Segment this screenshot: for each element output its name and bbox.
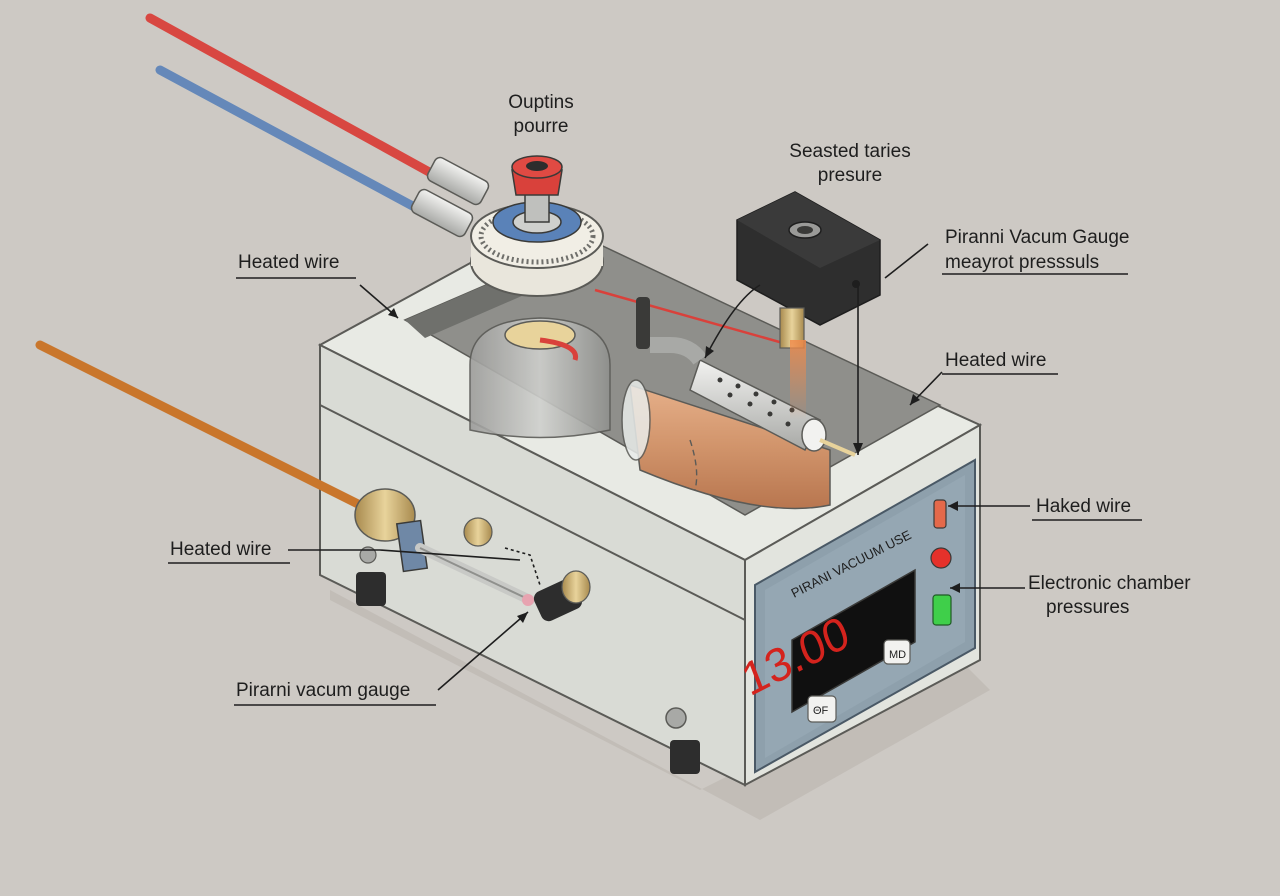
blue-tube xyxy=(155,65,425,215)
heated-wire-label-left: Heated wire xyxy=(170,539,271,560)
perforated-tube xyxy=(650,337,856,457)
outlet-label-line2: pourre xyxy=(514,116,569,137)
gauge-right-label-line2: meayrot presssuls xyxy=(945,252,1099,273)
gauge-bottom-label: Pirarni vacum gauge xyxy=(236,680,410,701)
heated-wire-strand xyxy=(594,288,791,349)
heated-wire-label-top-left: Heated wire xyxy=(238,252,339,273)
sensor-label-line2: presure xyxy=(818,165,882,186)
side-gauge xyxy=(35,340,687,729)
gauge-right-label-line1: Piranni Vacum Gauge xyxy=(945,227,1129,248)
red-led-icon xyxy=(930,547,952,569)
green-led-icon[interactable] xyxy=(932,594,952,626)
outlet-assembly xyxy=(470,155,604,297)
electronic-label-line2: pressures xyxy=(1046,597,1129,618)
red-tube xyxy=(145,13,445,183)
outlet-label-line1: Ouptins xyxy=(508,92,573,113)
sensor-label-line1: Seasted taries xyxy=(789,141,910,162)
copper-cylinder xyxy=(621,379,831,510)
off-button[interactable]: ΘF xyxy=(807,695,837,723)
tube-fittings xyxy=(410,156,490,238)
mode-button-label: MD xyxy=(889,649,906,661)
haked-wire-label: Haked wire xyxy=(1036,496,1131,517)
sensor-box xyxy=(736,191,881,420)
mode-button[interactable]: MD xyxy=(883,639,911,665)
floor-shadow xyxy=(330,590,990,820)
electronic-label-line1: Electronic chamber xyxy=(1028,573,1191,594)
leader-lines xyxy=(288,243,1030,691)
feet xyxy=(356,572,700,774)
labels: Ouptins pourre Seasted taries presure Pi… xyxy=(168,92,1191,706)
glass-chamber xyxy=(469,317,611,439)
heated-wire-label-right: Heated wire xyxy=(945,350,1046,371)
off-button-label: ΘF xyxy=(813,705,829,717)
switch-icon[interactable] xyxy=(933,499,947,529)
